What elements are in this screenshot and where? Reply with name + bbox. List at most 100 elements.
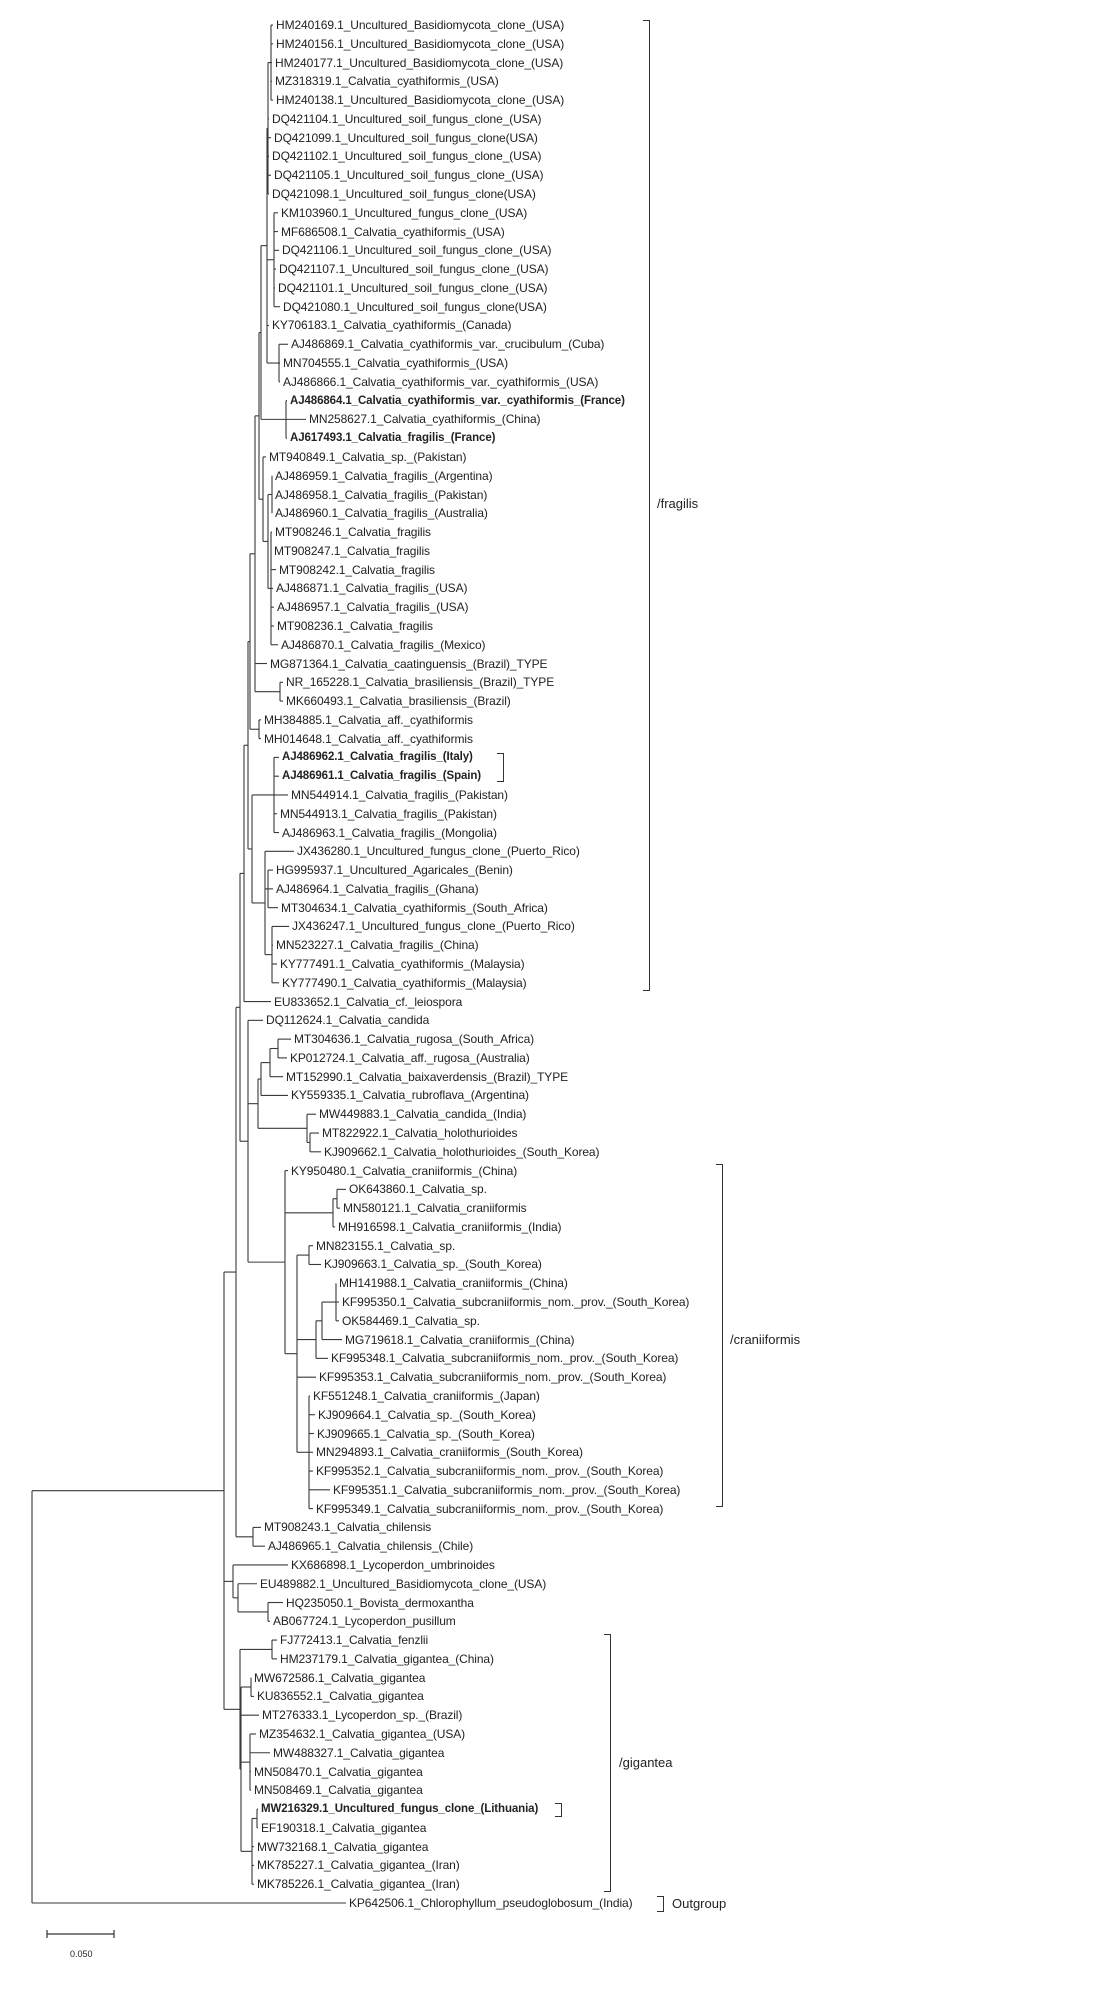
- leaf-label: MT276333.1_Lycoperdon_sp._(Brazil): [262, 1708, 463, 1723]
- lithuania-bracket: [555, 1803, 562, 1817]
- leaf-label: MN508470.1_Calvatia_gigantea: [254, 1764, 423, 1779]
- leaf-label: AJ486963.1_Calvatia_fragilis_(Mongolia): [282, 825, 497, 840]
- leaf-label: OK643860.1_Calvatia_sp.: [349, 1182, 487, 1197]
- leaf-label: MZ318319.1_Calvatia_cyathiformis_(USA): [275, 74, 499, 89]
- leaf-label: MN294893.1_Calvatia_craniiformis_(South_…: [316, 1445, 583, 1460]
- leaf-label: MN704555.1_Calvatia_cyathiformis_(USA): [283, 356, 508, 371]
- leaf-label: MH916598.1_Calvatia_craniiformis_(India): [338, 1219, 562, 1234]
- leaf-label: MN580121.1_Calvatia_craniiformis: [343, 1201, 527, 1216]
- leaf-label: MF686508.1_Calvatia_cyathiformis_(USA): [281, 224, 505, 239]
- leaf-label: MN258627.1_Calvatia_cyathiformis_(China): [309, 412, 541, 427]
- leaf-label: MH014648.1_Calvatia_aff._cyathiformis: [264, 731, 473, 746]
- leaf-label: KJ909665.1_Calvatia_sp._(South_Korea): [317, 1426, 535, 1441]
- leaf-label: MT152990.1_Calvatia_baixaverdensis_(Braz…: [286, 1069, 569, 1084]
- leaf-label: OK584469.1_Calvatia_sp.: [342, 1313, 480, 1328]
- leaf-label: HM237179.1_Calvatia_gigantea_(China): [280, 1651, 494, 1666]
- leaf-label: KY777490.1_Calvatia_cyathiformis_(Malays…: [282, 975, 527, 990]
- leaf-label: DQ421098.1_Uncultured_soil_fungus_clone(…: [272, 187, 536, 202]
- leaf-label: AJ486961.1_Calvatia_fragilis_(Spain): [282, 770, 482, 783]
- leaf-label: MH141988.1_Calvatia_craniiformis_(China): [339, 1276, 568, 1291]
- leaf-label: MG719618.1_Calvatia_craniiformis_(China): [345, 1332, 575, 1347]
- europe-type-bracket: [497, 753, 504, 782]
- leaf-label: MN508469.1_Calvatia_gigantea: [254, 1783, 423, 1798]
- leaf-label: MT908243.1_Calvatia_chilensis: [264, 1520, 432, 1535]
- leaf-label: MW488327.1_Calvatia_gigantea: [273, 1745, 445, 1760]
- leaf-label: MT304636.1_Calvatia_rugosa_(South_Africa…: [294, 1032, 535, 1047]
- leaf-label: KP012724.1_Calvatia_aff._rugosa_(Austral…: [290, 1050, 530, 1065]
- leaf-label: KF995350.1_Calvatia_subcraniiformis_nom.…: [342, 1295, 690, 1310]
- leaf-label: MT908246.1_Calvatia_fragilis: [275, 525, 431, 540]
- leaf-label: AJ486869.1_Calvatia_cyathiformis_var._cr…: [291, 337, 605, 352]
- scale-bar: [46, 1930, 115, 1938]
- leaf-label: MN544913.1_Calvatia_fragilis_(Pakistan): [280, 806, 497, 821]
- craniiformis-bracket: [716, 1164, 723, 1507]
- leaf-label: KF551248.1_Calvatia_craniiformis_(Japan): [313, 1388, 540, 1403]
- leaf-label: KP642506.1_Chlorophyllum_pseudoglobosum_…: [349, 1896, 633, 1910]
- leaf-label: MK785227.1_Calvatia_gigantea_(Iran): [257, 1858, 460, 1873]
- leaf-label: AJ486870.1_Calvatia_fragilis_(Mexico): [281, 637, 486, 652]
- leaf-label: EF190318.1_Calvatia_gigantea: [261, 1820, 427, 1835]
- leaf-label: KX686898.1_Lycoperdon_umbrinoides: [291, 1557, 495, 1572]
- leaf-label: HM240156.1_Uncultured_Basidiomycota_clon…: [276, 36, 565, 51]
- leaf-label: MT908242.1_Calvatia_fragilis: [279, 562, 435, 577]
- leaf-label: FJ772413.1_Calvatia_fenzlii: [280, 1633, 429, 1648]
- leaf-label: MK785226.1_Calvatia_gigantea_(Iran): [257, 1877, 460, 1892]
- leaf-label: MZ354632.1_Calvatia_gigantea_(USA): [259, 1726, 466, 1741]
- leaf-label: AJ486962.1_Calvatia_fragilis_(Italy): [282, 751, 473, 764]
- leaf-label: DQ421106.1_Uncultured_soil_fungus_clone_…: [282, 243, 552, 258]
- leaf-label: MW216329.1_Uncultured_fungus_clone_(Lith…: [261, 1803, 539, 1816]
- leaf-label: AJ617493.1_Calvatia_fragilis_(France): [290, 432, 496, 445]
- leaf-label: AJ486871.1_Calvatia_fragilis_(USA): [276, 581, 468, 596]
- leaf-label: KM103960.1_Uncultured_fungus_clone_(USA): [281, 205, 528, 220]
- leaf-label: KU836552.1_Calvatia_gigantea: [257, 1689, 424, 1704]
- leaf-label: MN823155.1_Calvatia_sp.: [316, 1238, 456, 1253]
- clade-label-outgroup: Outgroup: [672, 1896, 727, 1911]
- leaf-label: MW732168.1_Calvatia_gigantea: [257, 1839, 429, 1854]
- outgroup-bracket: [657, 1896, 664, 1912]
- leaf-label: MH384885.1_Calvatia_aff._cyathiformis: [264, 712, 473, 727]
- leaf-label: KF995352.1_Calvatia_subcraniiformis_nom.…: [316, 1464, 664, 1479]
- leaf-label: JX436280.1_Uncultured_fungus_clone_(Puer…: [297, 844, 580, 859]
- leaf-label: KF995348.1_Calvatia_subcraniiformis_nom.…: [331, 1351, 679, 1366]
- leaf-label: JX436247.1_Uncultured_fungus_clone_(Puer…: [292, 919, 575, 934]
- leaf-label: MW449883.1_Calvatia_candida_(India): [319, 1107, 527, 1122]
- leaf-label: AJ486965.1_Calvatia_chilensis_(Chile): [268, 1539, 474, 1554]
- leaf-label: HG995937.1_Uncultured_Agaricales_(Benin): [276, 863, 513, 878]
- fragilis-bracket: [643, 20, 650, 991]
- leaf-label: HM240169.1_Uncultured_Basidiomycota_clon…: [276, 18, 565, 32]
- leaf-label: MT940849.1_Calvatia_sp._(Pakistan): [269, 449, 467, 464]
- leaf-label: DQ421101.1_Uncultured_soil_fungus_clone_…: [278, 280, 548, 295]
- clade-label-gigantea: /gigantea: [619, 1755, 673, 1770]
- leaf-label: KF995349.1_Calvatia_subcraniiformis_nom.…: [316, 1501, 664, 1516]
- leaf-label: KY777491.1_Calvatia_cyathiformis_(Malays…: [280, 957, 525, 971]
- leaf-label: DQ421099.1_Uncultured_soil_fungus_clone(…: [274, 130, 538, 145]
- leaf-label: MK660493.1_Calvatia_brasiliensis_(Brazil…: [286, 694, 511, 709]
- leaf-label: HM240177.1_Uncultured_Basidiomycota_clon…: [275, 55, 564, 70]
- leaf-label: KJ909664.1_Calvatia_sp._(South_Korea): [318, 1407, 536, 1422]
- clade-label-fragilis: /fragilis: [657, 496, 699, 511]
- leaf-label: AJ486960.1_Calvatia_fragilis_(Australia): [275, 506, 488, 521]
- leaf-label: AJ486959.1_Calvatia_fragilis_(Argentina): [275, 468, 493, 483]
- leaf-label: DQ421104.1_Uncultured_soil_fungus_clone_…: [272, 111, 542, 126]
- leaf-label: MN544914.1_Calvatia_fragilis_(Pakistan): [291, 787, 508, 802]
- leaf-label: MT304634.1_Calvatia_cyathiformis_(South_…: [281, 900, 548, 915]
- leaf-label: AJ486958.1_Calvatia_fragilis_(Pakistan): [275, 487, 488, 502]
- leaf-label: HM240138.1_Uncultured_Basidiomycota_clon…: [276, 93, 565, 108]
- leaf-label: KY706183.1_Calvatia_cyathiformis_(Canada…: [272, 318, 512, 333]
- leaf-label: MW672586.1_Calvatia_gigantea: [254, 1670, 426, 1685]
- leaf-label: AJ486964.1_Calvatia_fragilis_(Ghana): [276, 881, 479, 896]
- leaf-label: AJ486957.1_Calvatia_fragilis_(USA): [277, 600, 469, 615]
- leaf-label: AJ486866.1_Calvatia_cyathiformis_var._cy…: [283, 374, 599, 389]
- leaf-label: KJ909662.1_Calvatia_holothurioides_(Sout…: [324, 1144, 600, 1159]
- leaf-label: KF995351.1_Calvatia_subcraniiformis_nom.…: [333, 1482, 681, 1497]
- leaf-label: HQ235050.1_Bovista_dermoxantha: [286, 1595, 474, 1610]
- leaf-label: DQ112624.1_Calvatia_candida: [266, 1013, 430, 1028]
- leaf-label: EU833652.1_Calvatia_cf._leiospora: [274, 994, 463, 1009]
- leaf-label: DQ421105.1_Uncultured_soil_fungus_clone_…: [274, 168, 544, 183]
- leaf-label: MT822922.1_Calvatia_holothurioides: [322, 1126, 518, 1141]
- leaf-label: AB067724.1_Lycoperdon_pusillum: [273, 1614, 456, 1629]
- leaf-label: NR_165228.1_Calvatia_brasiliensis_(Brazi…: [286, 675, 555, 690]
- leaf-label: KJ909663.1_Calvatia_sp._(South_Korea): [324, 1257, 542, 1272]
